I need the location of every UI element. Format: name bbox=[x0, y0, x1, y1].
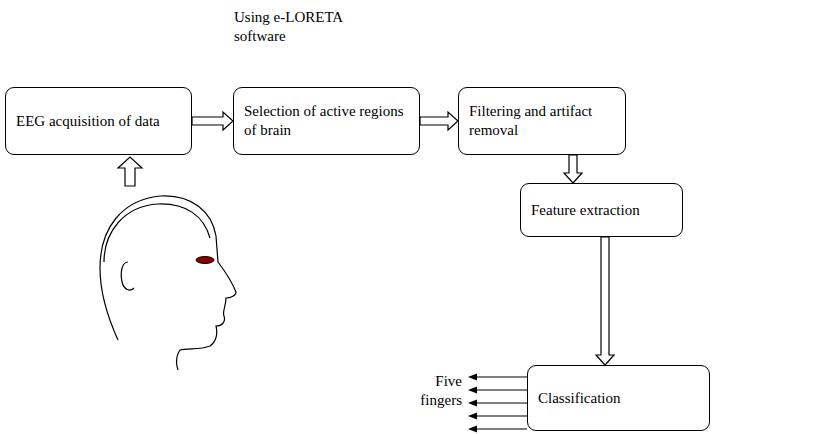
hollow-arrow bbox=[564, 155, 582, 183]
input-arrow bbox=[118, 157, 142, 186]
output-arrow bbox=[476, 402, 527, 403]
head-illustration bbox=[100, 196, 236, 370]
head-outline bbox=[100, 196, 236, 370]
output-arrows bbox=[468, 374, 527, 433]
output-arrow bbox=[476, 415, 527, 416]
box-text: EEG acquisition of data bbox=[6, 112, 170, 131]
hair-line bbox=[104, 204, 210, 262]
arrow-head bbox=[448, 112, 458, 130]
arrow-head bbox=[223, 112, 233, 130]
output-arrow bbox=[476, 428, 527, 429]
arrow-head bbox=[468, 387, 477, 394]
hollow-arrow bbox=[596, 237, 614, 365]
hollow-arrow bbox=[420, 112, 458, 130]
hollow-arrow bbox=[192, 112, 233, 130]
output-arrow bbox=[476, 389, 527, 390]
arrow-seam bbox=[222, 118, 224, 125]
process-box: EEG acquisition of data bbox=[5, 87, 192, 155]
eye bbox=[196, 257, 214, 264]
arrow-shaft bbox=[420, 117, 448, 125]
arrow-shaft bbox=[601, 237, 609, 355]
process-box: Using e-LORETA softwareSelection of acti… bbox=[233, 87, 420, 155]
arrow-shaft bbox=[192, 117, 223, 125]
box-text: Selection of active regions of brain bbox=[234, 102, 419, 140]
arrow-head bbox=[468, 400, 477, 407]
box-text: Feature extraction bbox=[521, 201, 650, 220]
arrow-seam bbox=[602, 354, 609, 356]
box-text: Filtering and artifact removal bbox=[459, 102, 625, 140]
output-arrow bbox=[476, 376, 527, 377]
box-text: Classification bbox=[528, 389, 631, 408]
ear bbox=[121, 262, 134, 290]
output-label: Five fingers bbox=[400, 372, 462, 410]
arrow-seam bbox=[570, 172, 577, 174]
box-heading: Using e-LORETA software bbox=[234, 8, 369, 46]
arrow-head bbox=[596, 355, 614, 365]
arrow-head bbox=[564, 173, 582, 183]
arrow-shaft bbox=[569, 155, 577, 173]
arrow-head bbox=[468, 413, 477, 420]
arrow-head bbox=[468, 374, 477, 381]
arrow-seam bbox=[447, 118, 449, 125]
process-box: Classification bbox=[527, 365, 710, 431]
arrow-head bbox=[468, 426, 477, 433]
process-box: Filtering and artifact removal bbox=[458, 87, 626, 155]
process-box: Feature extraction bbox=[520, 183, 683, 237]
